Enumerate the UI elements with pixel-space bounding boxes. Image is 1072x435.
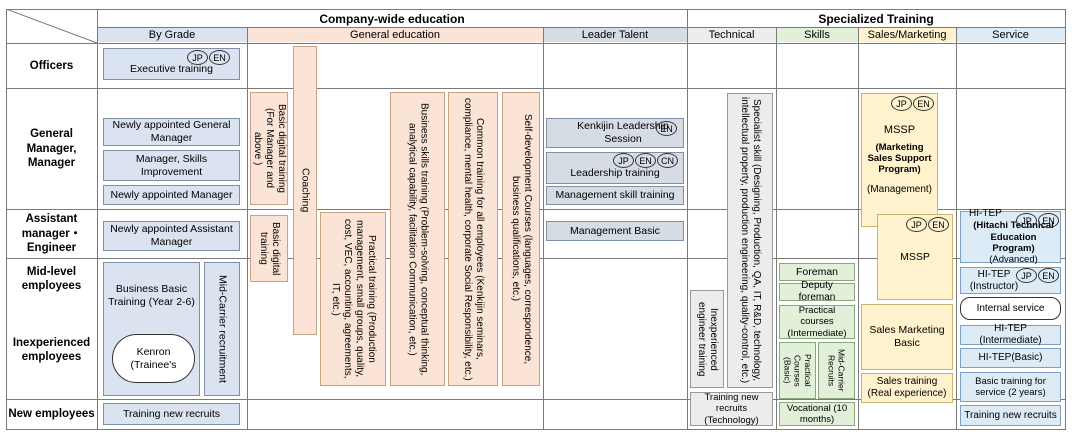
header-skills: Skills bbox=[776, 28, 858, 42]
hitep-basic: HI-TEP(Basic) bbox=[960, 348, 1061, 368]
jp-badge: JP bbox=[1016, 213, 1037, 228]
foreman: Foreman bbox=[779, 263, 855, 281]
row-label-inexperienced: Inexperienced employees bbox=[12, 336, 91, 363]
language-badges: EN bbox=[655, 121, 677, 136]
grid-line bbox=[6, 9, 7, 430]
training-new-recruits-technology: Training new recruits (Technology) bbox=[690, 392, 773, 426]
common-training: Common training for all employees (Kenki… bbox=[448, 92, 498, 386]
practical-basic: Practical Courses (Basic) bbox=[779, 342, 816, 399]
training-new-recruits: Training new recruits bbox=[103, 403, 240, 425]
en-badge: EN bbox=[928, 217, 949, 232]
en-badge: EN bbox=[209, 50, 230, 65]
jp-badge: JP bbox=[1016, 268, 1037, 283]
en-badge: EN bbox=[913, 96, 934, 111]
vocational: Vocational (10 months) bbox=[779, 402, 855, 426]
new-manager: Newly appointed Manager bbox=[103, 185, 240, 205]
deputy-foreman: Deputy foreman bbox=[779, 280, 855, 303]
header-technical: Technical bbox=[687, 28, 776, 42]
row-label-officers: Officers bbox=[29, 59, 74, 72]
en-badge: EN bbox=[1038, 268, 1059, 283]
grid-line bbox=[97, 9, 98, 430]
grid-line bbox=[858, 27, 859, 430]
practical-training: Practical training (Production managemen… bbox=[320, 212, 386, 386]
self-development-courses: Self-development Courses (languages, cor… bbox=[502, 92, 540, 386]
sales-training: Sales training (Real experience) bbox=[861, 373, 953, 403]
practical-intermediate: Practical courses (Intermediate) bbox=[779, 305, 855, 339]
management-skill-training: Management skill training bbox=[546, 186, 684, 205]
jp-badge: JP bbox=[906, 217, 927, 232]
grid-line bbox=[6, 429, 1065, 430]
grid-line bbox=[6, 88, 1065, 89]
basic-training-service: Basic training for service (2 years) bbox=[960, 372, 1061, 402]
specialist-skill: Specialist skill (Designing, Production,… bbox=[727, 93, 773, 388]
jp-badge: JP bbox=[613, 153, 634, 168]
grid-line bbox=[6, 9, 1065, 10]
basic-digital-training: Basic digital training bbox=[250, 215, 288, 282]
grid-line bbox=[247, 27, 248, 430]
header-company-wide: Company-wide education bbox=[319, 11, 465, 26]
mssp-management: MSSP (Marketing Sales Support Program) (… bbox=[861, 93, 938, 227]
grid-line bbox=[6, 43, 1065, 44]
header-leader-talent: Leader Talent bbox=[543, 28, 687, 42]
cn-badge: CN bbox=[657, 153, 678, 168]
hitep-intermediate: HI-TEP (Intermediate) bbox=[960, 323, 1061, 346]
sales-marketing-basic: Sales Marketing Basic bbox=[861, 304, 953, 370]
kenron-trainee: Kenron (Trainee's bbox=[112, 334, 195, 383]
header-specialized: Specialized Training bbox=[818, 11, 934, 26]
grid-line bbox=[776, 27, 777, 430]
internal-service: Internal service bbox=[960, 297, 1061, 320]
new-general-manager: Newly appointed General Manager bbox=[103, 118, 240, 146]
row-label-mid: Mid-level employees bbox=[21, 265, 82, 292]
grid-line bbox=[687, 9, 688, 430]
inexperienced-engineer: Inexperienced engineer training bbox=[690, 290, 724, 388]
grid-line bbox=[543, 27, 544, 430]
training-new-recruits-service: Training new recruits bbox=[960, 405, 1061, 426]
row-label-assistant: Assistant manager・Engineer bbox=[21, 213, 82, 255]
manager-skills: Manager, Skills Improvement bbox=[103, 150, 240, 181]
header-general-education: General education bbox=[247, 28, 543, 42]
corner-diagonal bbox=[6, 9, 98, 44]
basic-digital-manager: Basic digital training (For Manager and … bbox=[250, 92, 288, 205]
header-service: Service bbox=[956, 28, 1065, 42]
grid-line bbox=[956, 27, 957, 430]
grid-line bbox=[1065, 9, 1066, 430]
row-label-gm: General Manager, Manager bbox=[26, 128, 77, 170]
hitep-advanced: HI-TEP (Hitachi Technical Education Prog… bbox=[960, 208, 1061, 265]
coaching: Coaching bbox=[293, 46, 317, 335]
en-badge: EN bbox=[656, 121, 677, 136]
header-by-grade: By Grade bbox=[97, 28, 247, 42]
header-sales-marketing: Sales/Marketing bbox=[858, 28, 956, 42]
en-badge: EN bbox=[1038, 213, 1059, 228]
grid-line bbox=[97, 27, 1065, 28]
business-skills-training: Business skills training (Problem-solvin… bbox=[390, 92, 445, 386]
en-badge: EN bbox=[635, 153, 656, 168]
mid-career-recruitment: Mid-Carrier recruitment bbox=[204, 262, 240, 396]
grid-line bbox=[6, 399, 1065, 400]
mid-career-recruits: Mid-Carrier Recruits bbox=[818, 342, 855, 399]
jp-badge: JP bbox=[187, 50, 208, 65]
management-basic: Management Basic bbox=[546, 221, 684, 241]
row-label-new: New employees bbox=[8, 408, 95, 421]
jp-badge: JP bbox=[891, 96, 912, 111]
new-assistant-manager: Newly appointed Assistant Manager bbox=[103, 221, 240, 251]
